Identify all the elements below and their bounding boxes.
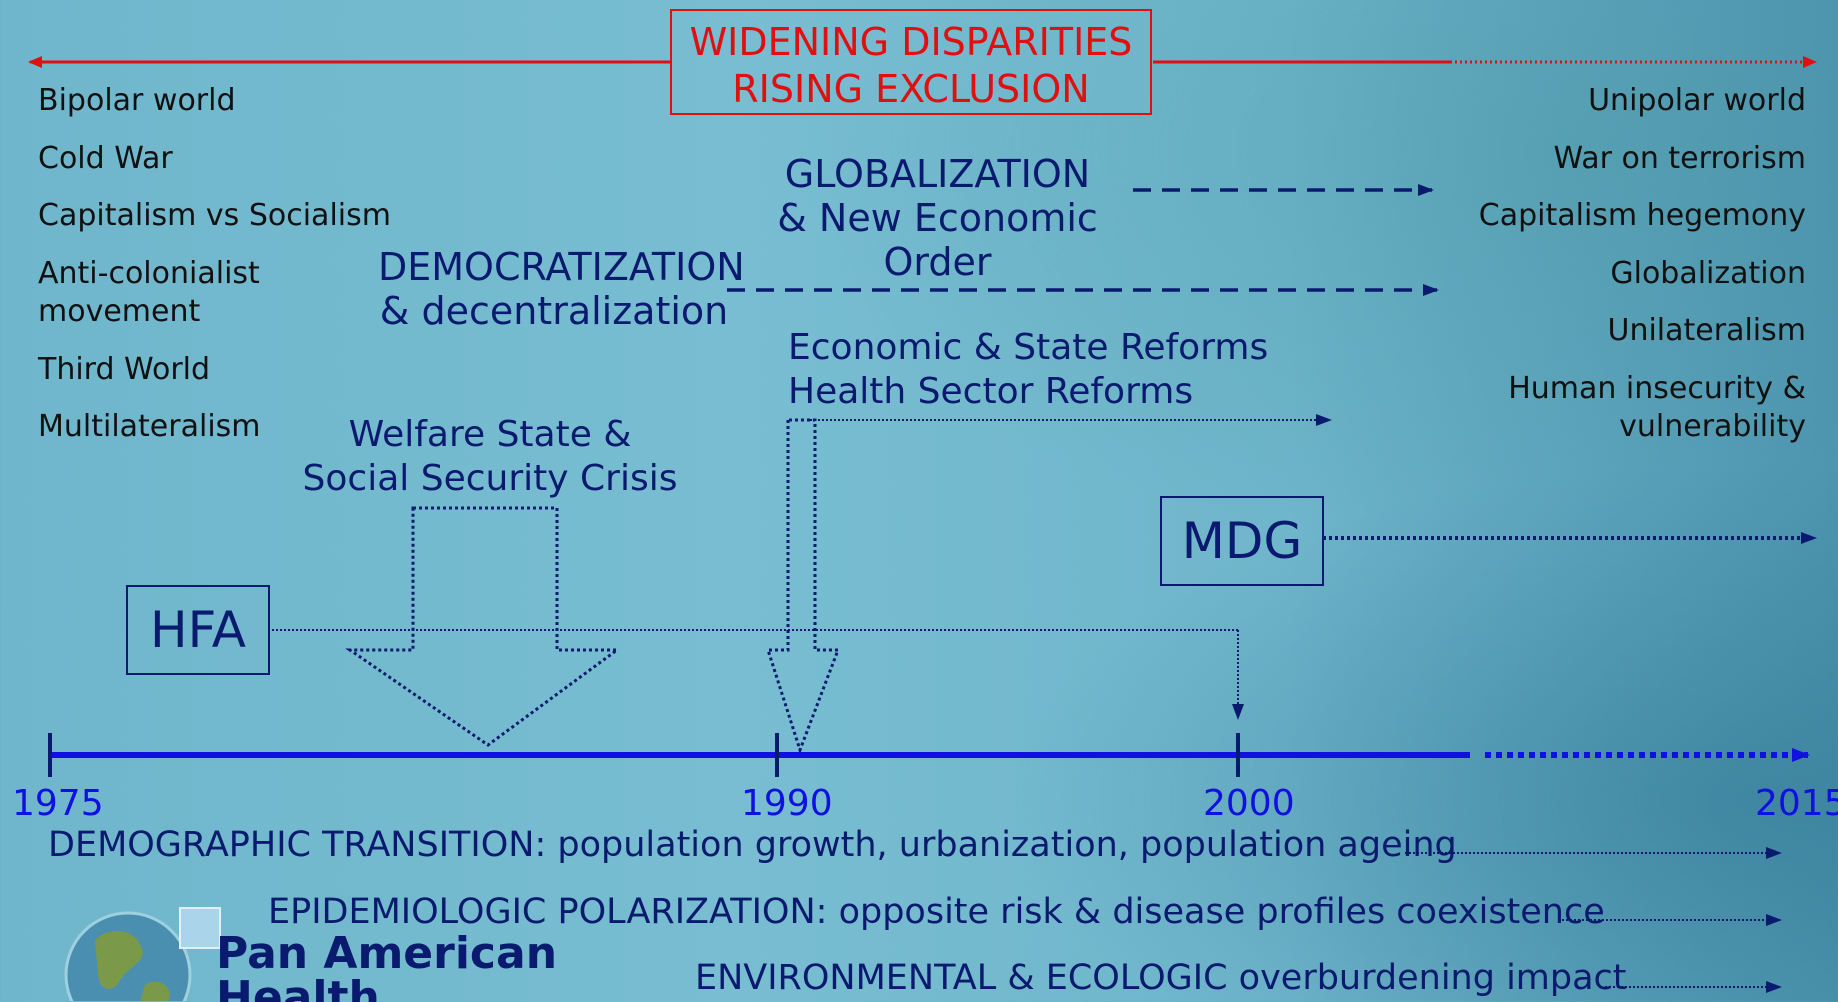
welfare-line-1: Welfare State &: [348, 414, 632, 455]
year-label: 1990: [741, 783, 833, 824]
welfare-label: Welfare State & Social Security Crisis: [300, 413, 680, 501]
theme-environmental: ENVIRONMENTAL & ECOLOGIC overburdening i…: [695, 958, 1627, 998]
banner-line-2: RISING EXCLUSION: [732, 67, 1090, 111]
logo-line-1: Pan American: [216, 928, 558, 979]
right-list-item: Unipolar world: [1588, 83, 1806, 118]
year-label: 1975: [12, 783, 104, 824]
globalization-line-2: & New Economic Order: [777, 196, 1098, 284]
right-list-item: Human insecurity &: [1508, 371, 1806, 406]
right-list-item: War on terrorism: [1553, 141, 1806, 176]
banner-line-1: WIDENING DISPARITIES: [689, 20, 1133, 64]
theme-demographic: DEMOGRAPHIC TRANSITION: population growt…: [48, 825, 1457, 865]
logo-text: Pan American Health: [216, 932, 557, 1002]
right-list-item: Capitalism hegemony: [1478, 198, 1806, 233]
left-list-item: Multilateralism: [38, 409, 261, 444]
right-list-item: vulnerability: [1619, 409, 1806, 444]
hfa-box: HFA: [126, 585, 270, 675]
welfare-line-2: Social Security Crisis: [302, 458, 678, 499]
left-list-item: Anti-colonialist: [38, 256, 260, 291]
theme-epidemiologic: EPIDEMIOLOGIC POLARIZATION: opposite ris…: [268, 892, 1605, 932]
reforms-line-1: Economic & State Reforms: [788, 327, 1269, 368]
globalization-line-1: GLOBALIZATION: [784, 152, 1091, 196]
right-list-item: Globalization: [1610, 256, 1806, 291]
year-label: 2015: [1755, 783, 1838, 824]
logo-globe-icon: [64, 911, 192, 1001]
reforms-line-2: Health Sector Reforms: [788, 371, 1194, 412]
year-label: 2000: [1203, 783, 1295, 824]
democratization-line-2: & decentralization: [379, 289, 729, 333]
logo-flag: [179, 907, 221, 949]
left-list-item: Cold War: [38, 141, 173, 176]
left-list-item: movement: [38, 294, 201, 329]
right-list-item: Unilateralism: [1607, 313, 1807, 348]
democratization-label: DEMOCRATIZATION & decentralization: [378, 245, 745, 333]
globalization-label: GLOBALIZATION & New Economic Order: [735, 152, 1140, 284]
logo-line-2: Health: [216, 976, 380, 1002]
reforms-down-arrow: [765, 418, 841, 755]
reforms-label: Economic & State Reforms Health Sector R…: [788, 326, 1268, 414]
welfare-down-arrow: [345, 506, 622, 747]
left-list-item: Bipolar world: [38, 83, 236, 118]
left-list-item: Third World: [38, 352, 211, 387]
mdg-box: MDG: [1160, 496, 1324, 586]
disparities-banner: WIDENING DISPARITIES RISING EXCLUSION: [670, 9, 1152, 115]
left-list-item: Capitalism vs Socialism: [38, 198, 391, 233]
democratization-line-1: DEMOCRATIZATION: [378, 245, 745, 289]
